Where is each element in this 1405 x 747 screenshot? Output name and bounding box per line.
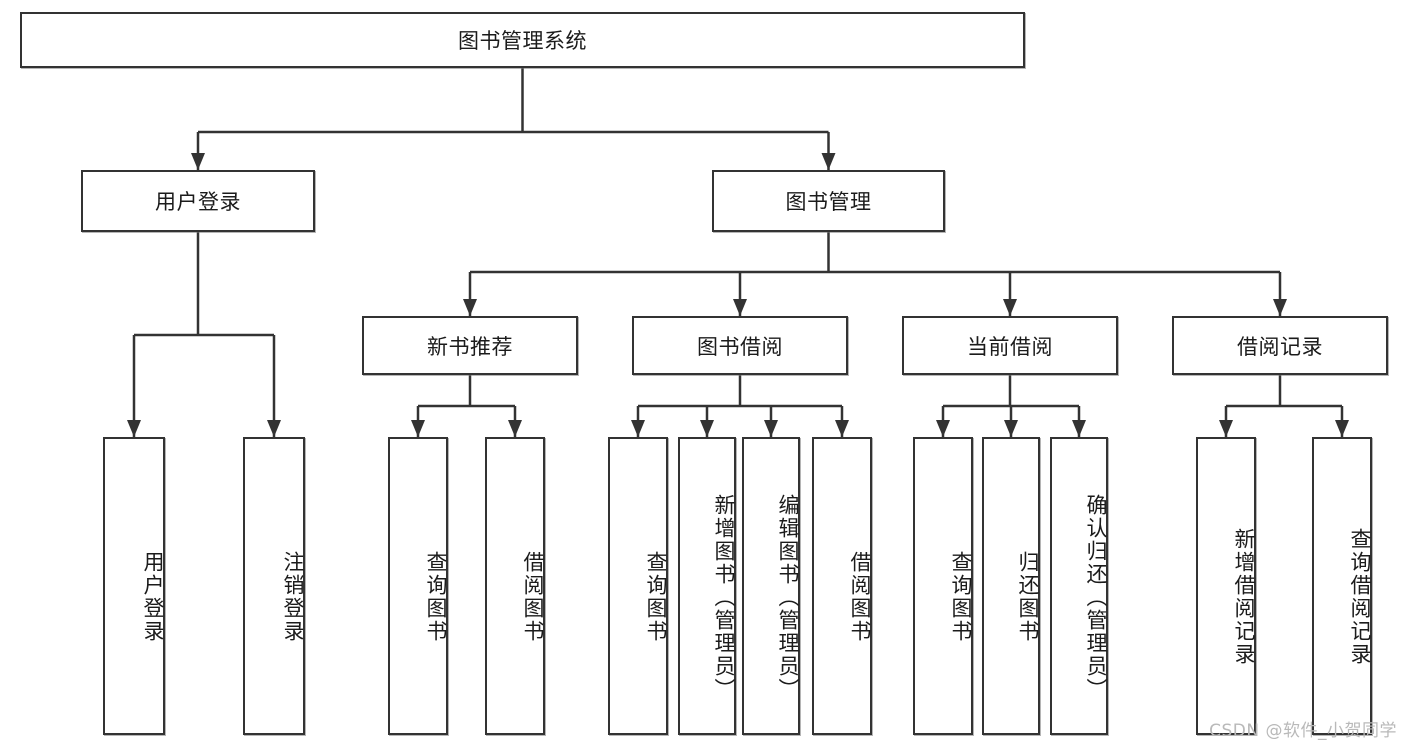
node-label-query-borrow-record: 查询借阅记录	[1348, 528, 1372, 666]
node-label-query-book-2: 查询图书	[644, 551, 668, 643]
node-book-borrow[interactable]: 图书借阅	[632, 316, 848, 375]
node-label-query-book-1: 查询图书	[424, 551, 448, 643]
node-label-book-management: 图书管理	[785, 190, 872, 214]
node-query-book-2[interactable]: 查询图书	[608, 437, 668, 735]
node-label-return-book: 归还图书	[1016, 551, 1040, 643]
node-label-edit-book: 编辑图书（管理员）	[776, 493, 800, 701]
node-query-borrow-record[interactable]: 查询借阅记录	[1312, 437, 1372, 735]
node-edit-book[interactable]: 编辑图书（管理员）	[742, 437, 800, 735]
node-label-borrow-book-2: 借阅图书	[848, 551, 872, 643]
node-label-new-book-recommend: 新书推荐	[427, 334, 513, 359]
node-label-query-book-3: 查询图书	[949, 551, 973, 643]
node-user-login-do[interactable]: 用户登录	[103, 437, 165, 735]
node-user-logout[interactable]: 注销登录	[243, 437, 305, 735]
node-root[interactable]: 图书管理系统	[20, 12, 1025, 68]
node-new-book-recommend[interactable]: 新书推荐	[362, 316, 578, 375]
node-label-user-logout: 注销登录	[281, 551, 305, 643]
node-label-user-login: 用户登录	[155, 190, 241, 214]
node-return-book[interactable]: 归还图书	[982, 437, 1040, 735]
node-label-book-borrow: 图书借阅	[697, 334, 783, 359]
node-label-root: 图书管理系统	[458, 29, 587, 53]
node-borrow-records[interactable]: 借阅记录	[1172, 316, 1388, 375]
node-label-user-login-do: 用户登录	[141, 551, 165, 643]
node-label-borrow-records: 借阅记录	[1237, 334, 1323, 359]
node-label-confirm-return: 确认归还（管理员）	[1084, 493, 1108, 701]
node-label-borrow-book-1: 借阅图书	[521, 551, 545, 643]
watermark-text: CSDN @软件_小贺同学	[1209, 721, 1397, 741]
node-add-borrow-record[interactable]: 新增借阅记录	[1196, 437, 1256, 735]
node-label-add-book: 新增图书（管理员）	[712, 493, 736, 701]
node-label-add-borrow-record: 新增借阅记录	[1232, 528, 1256, 666]
node-add-book[interactable]: 新增图书（管理员）	[678, 437, 736, 735]
node-user-login[interactable]: 用户登录	[81, 170, 315, 232]
node-borrow-book-2[interactable]: 借阅图书	[812, 437, 872, 735]
node-query-book-1[interactable]: 查询图书	[388, 437, 448, 735]
node-current-borrow[interactable]: 当前借阅	[902, 316, 1118, 375]
node-borrow-book-1[interactable]: 借阅图书	[485, 437, 545, 735]
node-confirm-return[interactable]: 确认归还（管理员）	[1050, 437, 1108, 735]
node-book-management[interactable]: 图书管理	[712, 170, 945, 232]
node-label-current-borrow: 当前借阅	[967, 334, 1053, 359]
node-query-book-3[interactable]: 查询图书	[913, 437, 973, 735]
